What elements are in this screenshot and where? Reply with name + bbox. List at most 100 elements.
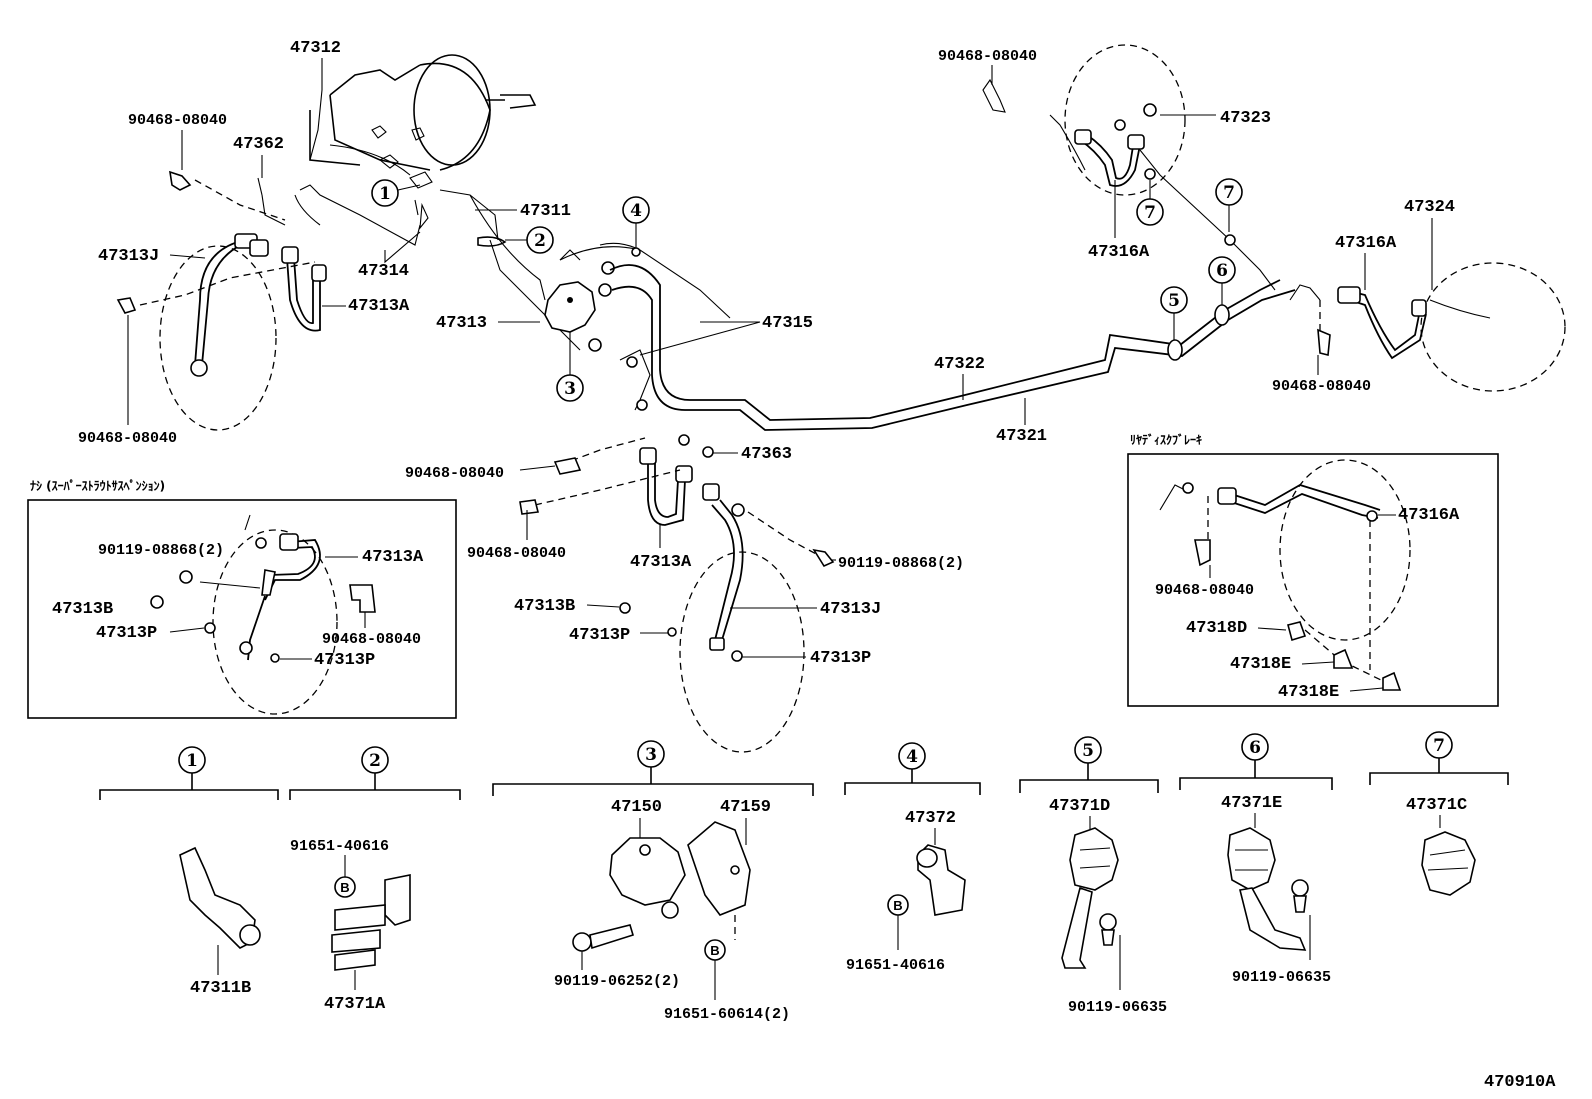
detail-section-7: 7 47371C: [1369, 731, 1509, 896]
label-47324: 47324: [1404, 198, 1455, 217]
svg-text:5: 5: [1168, 291, 1180, 311]
part-labels-top: 47312 90468-08040 47362 47311 47313J 473…: [78, 39, 1455, 447]
svg-text:6: 6: [1216, 261, 1228, 281]
label-47313A-left: 47313A: [348, 297, 410, 316]
label-47313B-inset: 47313B: [52, 600, 113, 619]
svg-text:2: 2: [534, 231, 546, 251]
label-47372: 47372: [905, 809, 956, 828]
label-47313P-mid2: 47313P: [810, 649, 871, 668]
label-47311B: 47311B: [190, 979, 251, 998]
label-90468-e: 90468-08040: [405, 465, 504, 482]
detail-section-5: 5 47371D 90119-06635: [1019, 736, 1167, 1016]
svg-text:5: 5: [1082, 741, 1094, 761]
svg-text:B: B: [710, 943, 719, 958]
label-47316A-right: 47316A: [1335, 234, 1397, 253]
label-47363: 47363: [741, 445, 792, 464]
label-47315: 47315: [762, 314, 813, 333]
label-47313J-mid: 47313J: [820, 600, 881, 619]
svg-text:B: B: [893, 898, 902, 913]
callout-2-main: 2: [505, 226, 554, 254]
inset-right-caption: ﾘﾔﾃﾞｨｽｸﾌﾞﾚｰｷ: [1130, 432, 1202, 447]
label-47313: 47313: [436, 314, 487, 333]
label-47313A-mid: 47313A: [630, 553, 692, 572]
label-90468-inset: 90468-08040: [322, 631, 421, 648]
label-47312: 47312: [290, 39, 341, 58]
detail-section-4: 4 47372 B 91651-40616: [844, 742, 981, 974]
label-90119-06252: 90119-06252(2): [554, 973, 680, 990]
rear-right-upper-brake: [982, 44, 1276, 291]
label-47371D: 47371D: [1049, 797, 1110, 816]
svg-text:B: B: [340, 880, 349, 895]
label-47159: 47159: [720, 798, 771, 817]
label-47362: 47362: [233, 135, 284, 154]
detail-section-2: 2 91651-40616 B 47371A: [289, 746, 461, 1014]
label-90468-f: 90468-08040: [467, 545, 566, 562]
label-90119-06635-s5: 90119-06635: [1068, 999, 1167, 1016]
label-90119-08868-mid: 90119-08868(2): [838, 555, 964, 572]
label-90119-06635-s6: 90119-06635: [1232, 969, 1331, 986]
label-47322: 47322: [934, 355, 985, 374]
part-labels-middle: 90468-08040 47363 90468-08040 47313A 901…: [405, 445, 964, 668]
label-47371E: 47371E: [1221, 794, 1282, 813]
inset-rear-disc-brake: [1127, 453, 1499, 707]
label-90468-c: 90468-08040: [938, 48, 1037, 65]
rear-right-brake-disc: [1289, 262, 1566, 392]
label-47150: 47150: [611, 798, 662, 817]
inset-left-labels: ﾅｼ (ｽｰﾊﾟｰｽﾄﾗｳﾄｻｽﾍﾟﾝｼｮﾝ) 90119-08868(2) 4…: [30, 478, 424, 670]
svg-text:7: 7: [1223, 183, 1235, 203]
callout-1-main: 1: [371, 179, 421, 207]
label-47313J-left: 47313J: [98, 247, 159, 266]
svg-text:3: 3: [564, 379, 576, 399]
label-47313P-mid1: 47313P: [569, 626, 630, 645]
label-47313B-mid: 47313B: [514, 597, 575, 616]
bolt-badge-s2: B: [334, 876, 356, 898]
label-47371A: 47371A: [324, 995, 386, 1014]
svg-text:6: 6: [1249, 738, 1261, 758]
label-47321: 47321: [996, 427, 1047, 446]
svg-text:3: 3: [645, 745, 657, 765]
label-47316A-inset: 47316A: [1398, 506, 1460, 525]
label-90468-b: 90468-08040: [78, 430, 177, 447]
svg-text:1: 1: [186, 751, 198, 771]
front-left-brake-disc: [116, 170, 429, 431]
rear-brake-pipes: [609, 264, 1296, 431]
label-90119-08868-inset: 90119-08868(2): [98, 542, 224, 559]
bolt-badge-s3: B: [704, 939, 726, 961]
svg-text:7: 7: [1144, 203, 1156, 223]
svg-text:4: 4: [630, 201, 642, 221]
label-91651-60614: 91651-60614(2): [664, 1006, 790, 1023]
svg-text:2: 2: [369, 751, 381, 771]
label-47313A-inset: 47313A: [362, 548, 424, 567]
label-47313P-inset1: 47313P: [96, 624, 157, 643]
label-47313P-inset2: 47313P: [314, 651, 375, 670]
label-47318D: 47318D: [1186, 619, 1247, 638]
label-90468-d: 90468-08040: [1272, 378, 1371, 395]
diagram-id: 470910A: [1484, 1073, 1556, 1092]
callout-4-main: 4: [622, 196, 650, 257]
callouts-main: 1 2 3 4 5 6: [371, 178, 1243, 402]
detail-section-3: 3 47150 47159 B 90119-06252(2) 91651-606…: [492, 740, 814, 1023]
label-91651-40616-s4: 91651-40616: [846, 957, 945, 974]
label-47318E-1: 47318E: [1230, 655, 1291, 674]
bolt-badge-s4: B: [887, 894, 909, 916]
label-90468-inset-right: 90468-08040: [1155, 582, 1254, 599]
label-47311: 47311: [520, 202, 571, 221]
label-47316A-top: 47316A: [1088, 243, 1150, 262]
inset-right-labels: ﾘﾔﾃﾞｨｽｸﾌﾞﾚｰｷ 47316A 90468-08040 47318D 4…: [1130, 432, 1460, 702]
label-47314: 47314: [358, 262, 409, 281]
brake-booster-assembly: [309, 54, 537, 189]
callout-5-main: 5: [1160, 286, 1188, 361]
callout-3-main: 3: [556, 332, 584, 402]
label-47371C: 47371C: [1406, 796, 1467, 815]
callout-7-main-a: 7: [1136, 180, 1164, 226]
inset-strut-suspension: [27, 499, 457, 719]
svg-text:4: 4: [906, 747, 918, 767]
proportioning-valve: [544, 242, 731, 352]
svg-text:7: 7: [1433, 736, 1445, 756]
detail-section-6: 6 47371E 90119-06635: [1179, 733, 1333, 986]
label-47318E-2: 47318E: [1278, 683, 1339, 702]
label-90468-a: 90468-08040: [128, 112, 227, 129]
label-47323: 47323: [1220, 109, 1271, 128]
inset-left-caption: ﾅｼ (ｽｰﾊﾟｰｽﾄﾗｳﾄｻｽﾍﾟﾝｼｮﾝ): [30, 478, 165, 493]
